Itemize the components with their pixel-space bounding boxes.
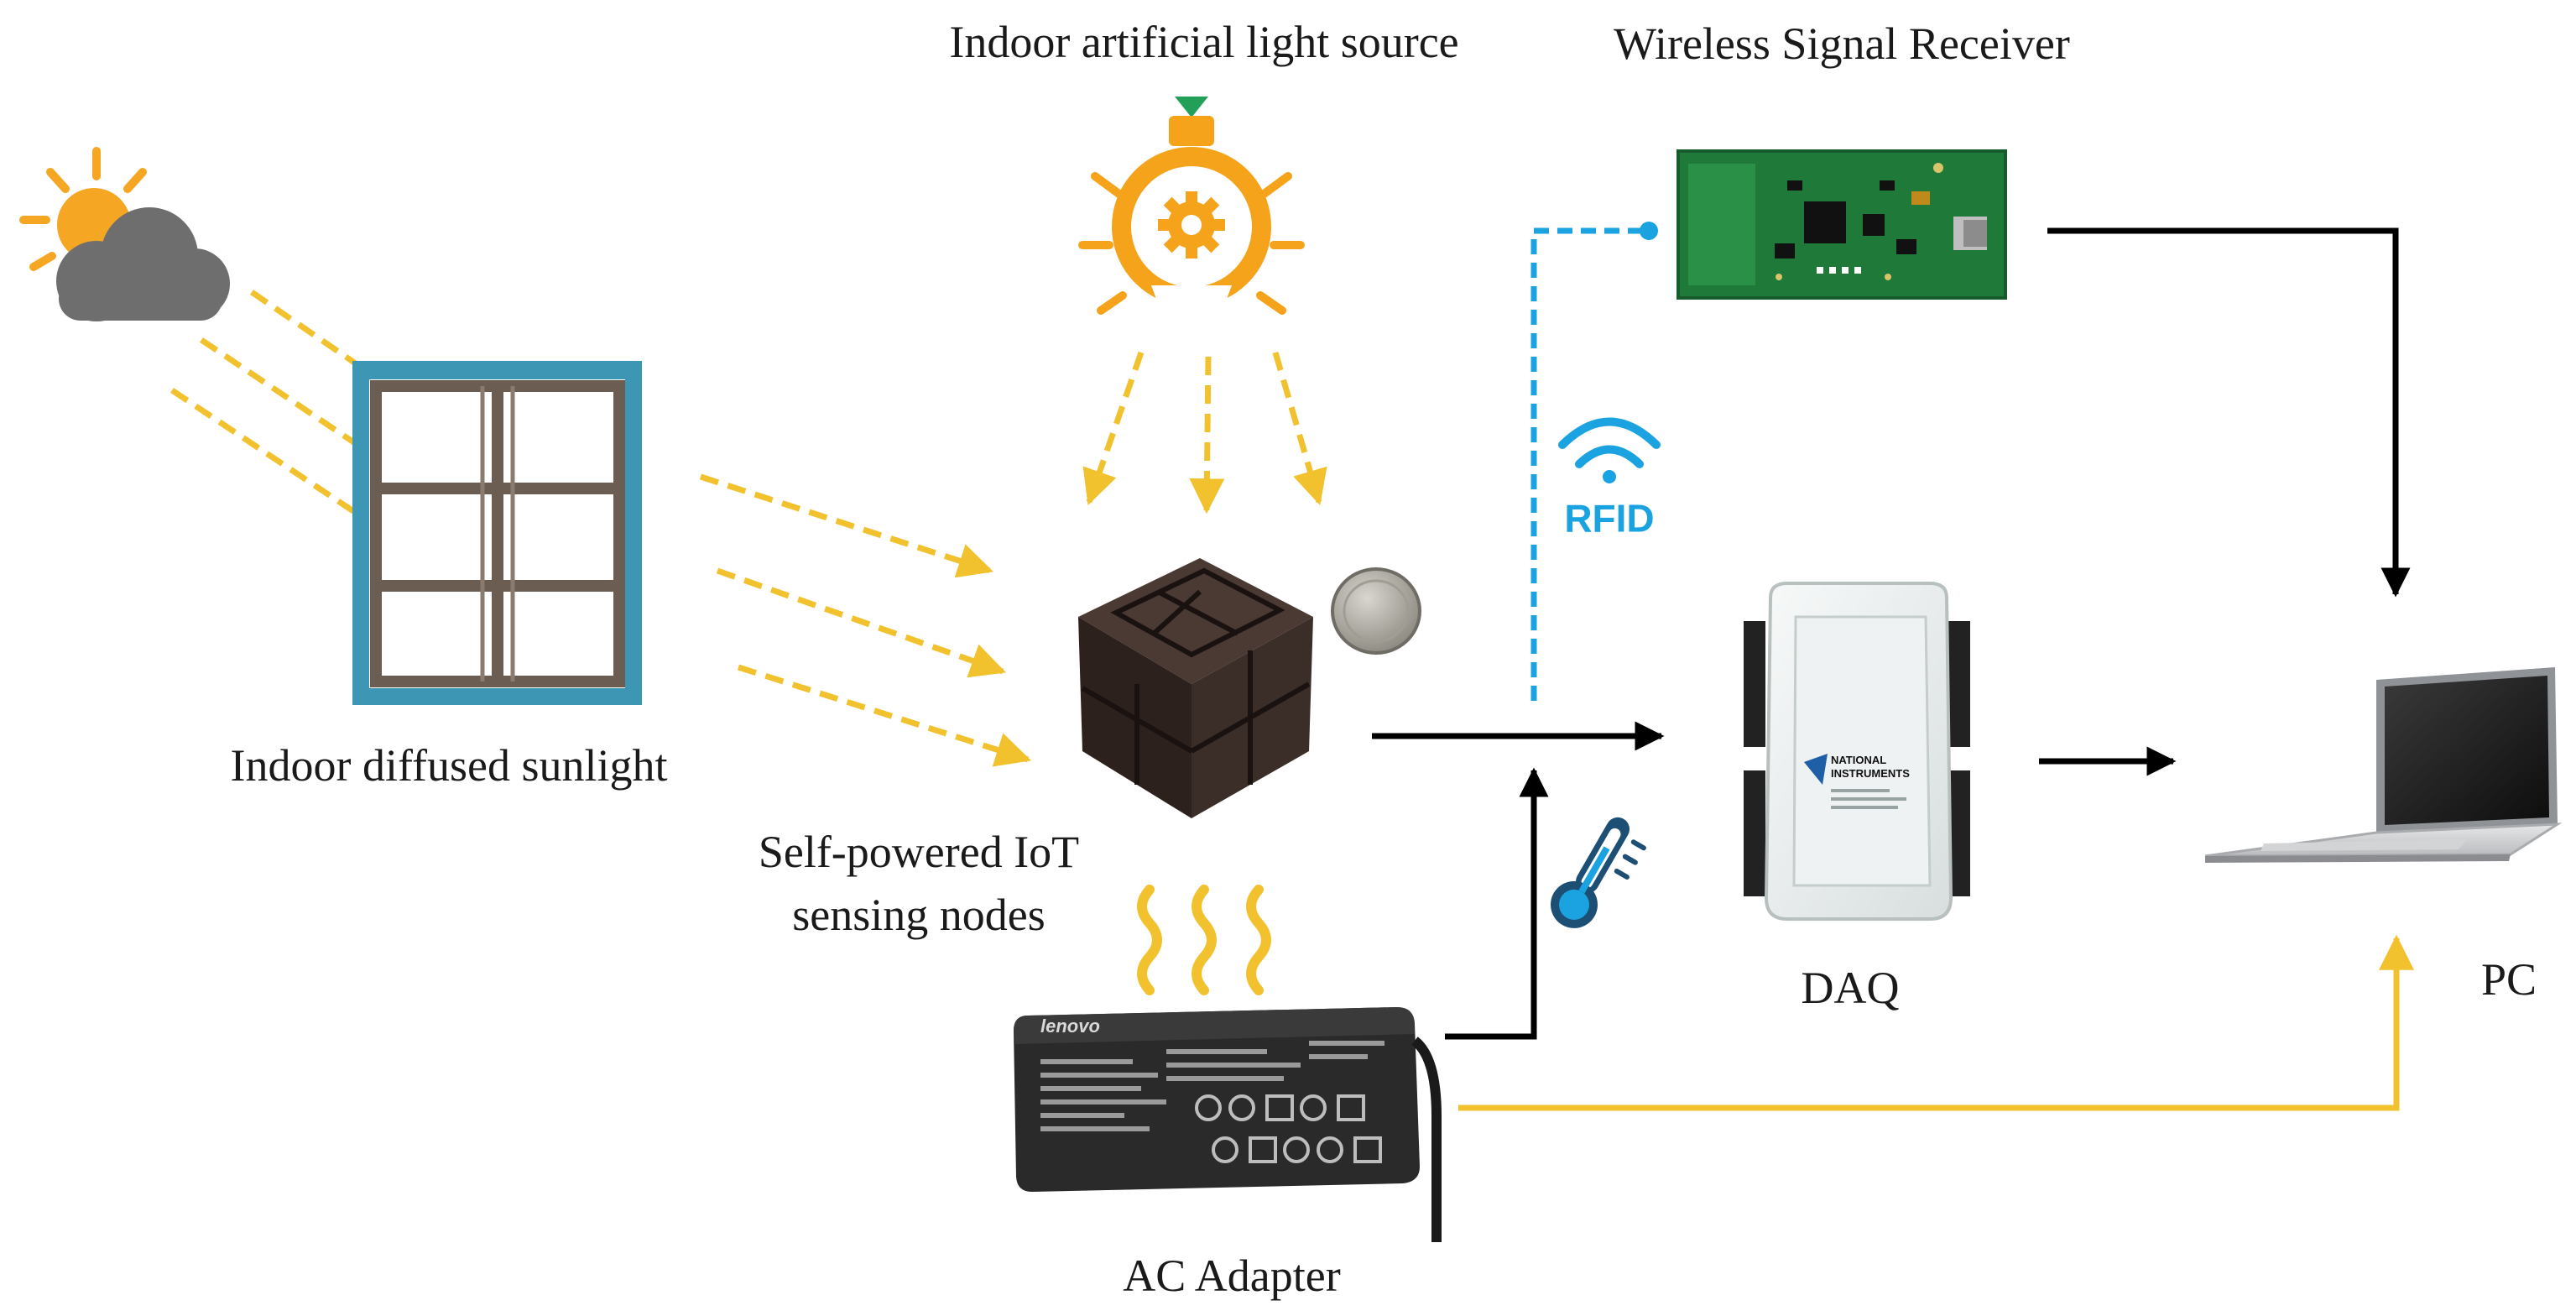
daq-brand-line1: NATIONAL bbox=[1831, 754, 1886, 766]
heat-waves-icon bbox=[1137, 885, 1271, 995]
ac-adapter-label: AC Adapter bbox=[1123, 1251, 1340, 1301]
rfid-link-line bbox=[1530, 222, 1658, 701]
light-bulb-icon bbox=[1078, 97, 1305, 315]
receiver-to-pc-line bbox=[2047, 227, 2411, 598]
sun-cloud-icon bbox=[19, 147, 230, 321]
artificial-light-arrows bbox=[1082, 351, 1327, 514]
adapter-to-junction-line bbox=[1445, 767, 1549, 1040]
adapter-brand: lenovo bbox=[1040, 1016, 1100, 1037]
sensing-nodes-label-line2: sensing nodes bbox=[792, 890, 1045, 940]
rfid-text: RFID bbox=[1564, 497, 1654, 540]
sensing-node-cube bbox=[1078, 558, 1313, 818]
daq-label: DAQ bbox=[1802, 963, 1900, 1013]
thermometer-icon bbox=[1551, 817, 1646, 928]
artificial-light-label: Indoor artificial light source bbox=[949, 17, 1458, 67]
diffused-light-arrows bbox=[699, 473, 1032, 767]
sensing-nodes-label-line1: Self-powered IoT bbox=[759, 827, 1079, 877]
pc-label: PC bbox=[2481, 954, 2537, 1005]
daq-device: NATIONAL INSTRUMENTS bbox=[1744, 582, 1970, 921]
rfid-wifi-icon: RFID bbox=[1558, 417, 1661, 540]
daq-brand-line2: INSTRUMENTS bbox=[1831, 767, 1910, 780]
window-image bbox=[352, 361, 642, 705]
wireless-receiver-board bbox=[1676, 149, 2007, 300]
wireless-receiver-label: Wireless Signal Receiver bbox=[1614, 18, 2070, 69]
laptop-pc bbox=[2204, 667, 2563, 863]
ac-adapter-image: lenovo bbox=[1014, 1007, 1442, 1242]
adapter-to-pc-power-line bbox=[1458, 934, 2414, 1111]
coin-cell-battery bbox=[1331, 567, 1421, 655]
diffused-sunlight-label: Indoor diffused sunlight bbox=[231, 740, 668, 791]
